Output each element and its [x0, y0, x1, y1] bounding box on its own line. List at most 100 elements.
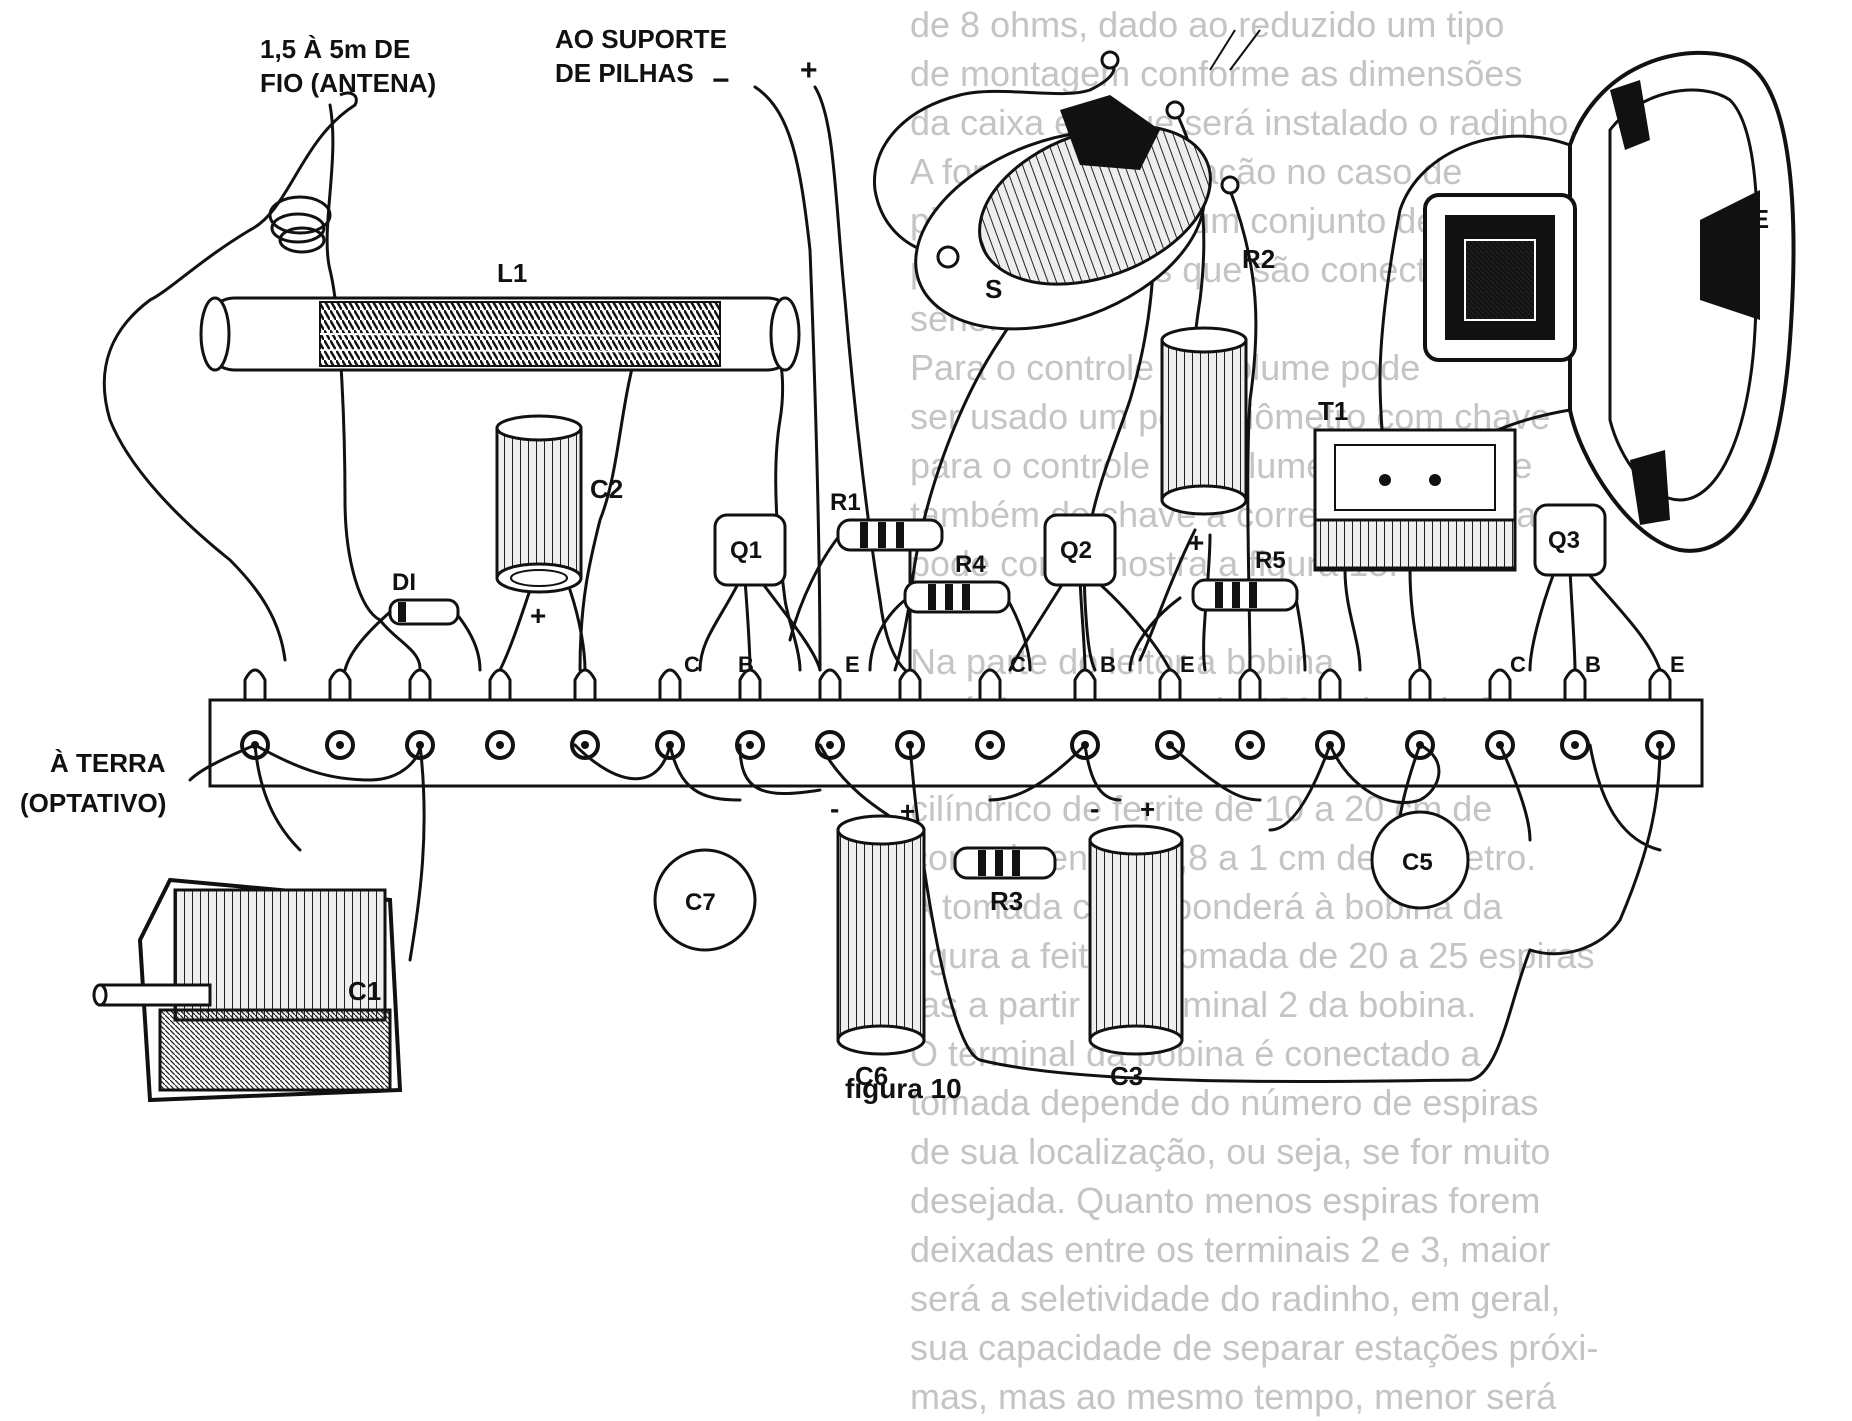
terminal-eyelet-center — [826, 741, 834, 749]
label-r4: R4 — [955, 551, 986, 578]
q3-pin-b: B — [1585, 652, 1601, 677]
terminal-lug — [1648, 668, 1672, 702]
terminal-lug — [573, 668, 597, 702]
label-r3: R3 — [990, 886, 1023, 916]
resistor-r1 — [836, 518, 944, 552]
label-c7: C7 — [685, 889, 716, 916]
figure-caption: figura 10 — [845, 1073, 962, 1104]
ground-label-line2: (OPTATIVO) — [20, 788, 166, 818]
transformer-t1 — [1313, 428, 1517, 572]
q1-pin-c: C — [684, 652, 700, 677]
terminal-eyelet-center — [1571, 741, 1579, 749]
label-q1: Q1 — [730, 537, 762, 564]
label-c3: C3 — [1110, 1061, 1143, 1091]
radio-assembly-diagram: 1,5 À 5m DE FIO (ANTENA) AO SUPORTE DE P… — [20, 24, 1796, 1104]
background-text-line: tas a partir do terminal 2 da bobina. — [910, 984, 1477, 1025]
capacitor-c5 — [1370, 810, 1470, 910]
label-r2: R2 — [1242, 244, 1275, 274]
c6-plus-mark: + — [900, 796, 915, 826]
background-text-line: tomada depende do número de espiras — [910, 1082, 1539, 1123]
capacitor-c6 — [836, 814, 926, 1056]
transistor-q1 — [713, 513, 787, 587]
label-c6: C6 — [855, 1061, 888, 1091]
background-text-line: de sua localização, ou seja, se for muit… — [910, 1131, 1551, 1172]
terminal-lug — [658, 668, 682, 702]
background-text-line: da caixa em que será instalado o radinho… — [910, 102, 1579, 143]
battery-label-line1: AO SUPORTE — [555, 24, 727, 54]
capacitor-c3-upper — [1160, 326, 1248, 516]
c3-plus-mark: + — [1140, 794, 1155, 824]
volume-switch-s — [914, 29, 1261, 331]
terminal-lug — [243, 668, 267, 702]
label-q2: Q2 — [1060, 537, 1092, 564]
terminal-lug — [1238, 668, 1262, 702]
background-text-line: Na parte do leitor a bobina — [910, 641, 1335, 682]
battery-plus-label: + — [800, 54, 818, 87]
background-text-line: sua capacidade de separar estações próxi… — [910, 1327, 1599, 1368]
q1-pin-b: B — [738, 652, 754, 677]
speaker-fte — [1423, 50, 1796, 553]
background-text-line: O terminal da bobina é conectado a — [910, 1033, 1481, 1074]
resistor-r4 — [903, 580, 1011, 614]
c3-minus-mark: - — [1090, 793, 1099, 824]
capacitor-c2 — [495, 414, 583, 594]
diode-d1 — [388, 598, 460, 626]
label-t1: T1 — [1318, 396, 1348, 426]
terminal-lug — [978, 668, 1002, 702]
terminal-eyelet-center — [986, 741, 994, 749]
label-q3: Q3 — [1548, 527, 1580, 554]
background-text-line: desejada. Quanto menos espiras forem — [910, 1180, 1541, 1221]
label-d1: DI — [392, 569, 416, 596]
background-text-line: será a seletividade do radinho, em geral… — [910, 1278, 1561, 1319]
resistor-r5 — [1191, 578, 1299, 612]
terminal-lug — [818, 668, 842, 702]
background-text-line: de 8 ohms, dado ao reduzido um tipo — [910, 4, 1505, 45]
q2-pin-e: E — [1180, 652, 1195, 677]
terminal-lug — [328, 668, 352, 702]
battery-minus-label: − — [712, 64, 730, 97]
terminal-eyelet-center — [581, 741, 589, 749]
label-s: S — [985, 274, 1002, 304]
c3-upper-plus-mark: + — [1188, 527, 1204, 558]
terminal-lug — [1318, 668, 1342, 702]
ferrite-coil-l1 — [199, 296, 801, 372]
label-l1: L1 — [497, 258, 527, 288]
q2-pin-b: B — [1100, 652, 1116, 677]
antenna-wire-coil — [339, 91, 358, 106]
terminal-lug — [1158, 668, 1182, 702]
transistor-q2 — [1043, 513, 1117, 587]
terminal-eyelet-center — [496, 741, 504, 749]
c6-minus-mark: - — [830, 793, 839, 824]
capacitor-c7 — [653, 848, 757, 952]
terminal-lug — [1408, 668, 1432, 702]
transistor-q3 — [1533, 503, 1607, 577]
q3-pin-c: C — [1510, 652, 1526, 677]
terminal-eyelet-center — [746, 741, 754, 749]
variable-capacitor-c1 — [92, 877, 403, 1103]
background-text-line: figura a feita na tomada de 20 a 25 espi… — [910, 935, 1595, 976]
label-r5: R5 — [1255, 547, 1286, 574]
label-c2: C2 — [590, 474, 623, 504]
q2-pin-c: C — [1010, 652, 1026, 677]
resistor-r3 — [953, 846, 1057, 880]
antenna-label-line2: FIO (ANTENA) — [260, 68, 436, 98]
terminal-lug — [1488, 668, 1512, 702]
terminal-lug — [1563, 668, 1587, 702]
q1-pin-e: E — [845, 652, 860, 677]
terminal-strip — [208, 668, 1704, 788]
label-r1: R1 — [830, 489, 861, 516]
label-c1: C1 — [348, 976, 381, 1006]
terminal-lug — [488, 668, 512, 702]
battery-label-line2: DE PILHAS — [555, 58, 694, 88]
ground-label-line1: À TERRA — [50, 748, 166, 778]
capacitor-c3 — [1088, 824, 1184, 1056]
background-text-line: mas, mas ao mesmo tempo, menor será — [910, 1376, 1557, 1417]
terminal-eyelet-center — [1246, 741, 1254, 749]
terminal-eyelet-center — [336, 741, 344, 749]
terminal-lug — [898, 668, 922, 702]
antenna-label-line1: 1,5 À 5m DE — [260, 34, 410, 64]
background-text-line: deixadas entre os terminais 2 e 3, maior — [910, 1229, 1551, 1270]
label-fte: FTE — [1720, 204, 1769, 234]
label-c5: C5 — [1402, 849, 1433, 876]
c2-plus-mark: + — [530, 600, 546, 631]
